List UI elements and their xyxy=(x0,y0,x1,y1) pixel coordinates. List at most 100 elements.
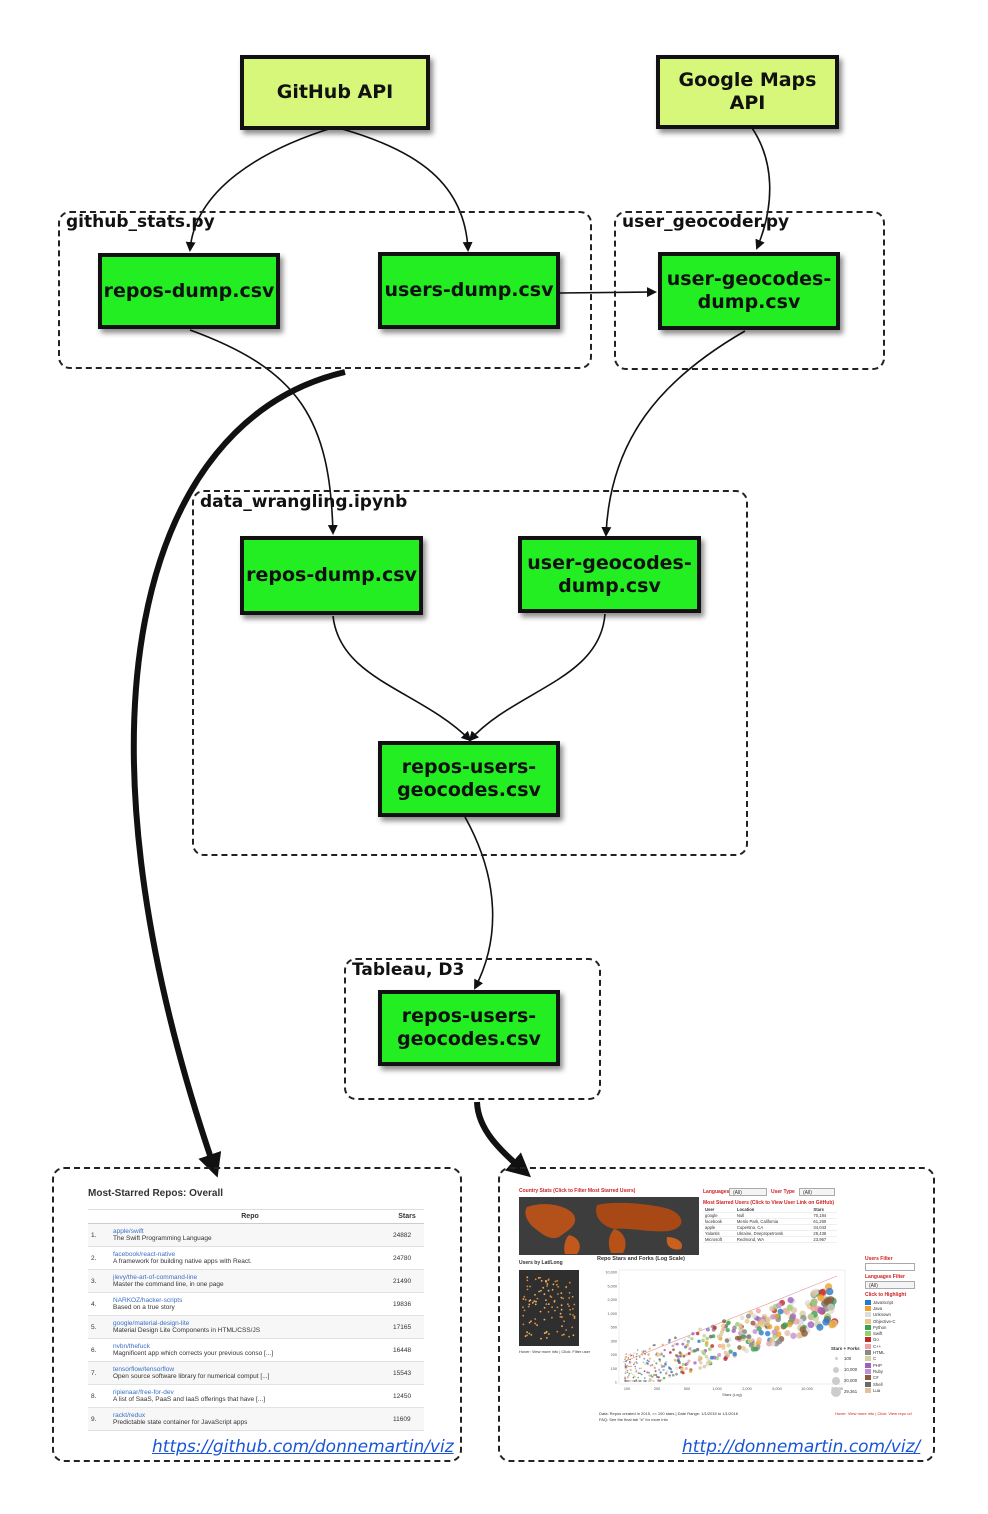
repo-point[interactable] xyxy=(656,1354,660,1358)
repo-point[interactable] xyxy=(624,1375,626,1377)
repo-point[interactable] xyxy=(737,1335,742,1341)
repo-point[interactable] xyxy=(661,1343,664,1346)
repo-point[interactable] xyxy=(752,1328,758,1335)
repo-point[interactable] xyxy=(652,1379,655,1383)
repo-point[interactable] xyxy=(702,1364,707,1369)
repo-point[interactable] xyxy=(643,1377,646,1379)
repo-point[interactable] xyxy=(629,1360,631,1363)
repo-point[interactable] xyxy=(828,1320,836,1329)
repo-point[interactable] xyxy=(784,1330,791,1337)
repo-point[interactable] xyxy=(651,1363,654,1367)
repo-point[interactable] xyxy=(680,1367,683,1371)
repo-point[interactable] xyxy=(686,1340,690,1345)
repo-point[interactable] xyxy=(634,1361,637,1363)
repo-point[interactable] xyxy=(629,1354,632,1356)
repo-point[interactable] xyxy=(697,1358,702,1362)
repo-point[interactable] xyxy=(625,1357,627,1359)
repo-point[interactable] xyxy=(732,1351,737,1357)
repo-point[interactable] xyxy=(827,1303,835,1311)
repo-point[interactable] xyxy=(781,1322,789,1329)
repo-point[interactable] xyxy=(718,1332,723,1337)
repo-point[interactable] xyxy=(670,1370,673,1374)
repo-point[interactable] xyxy=(707,1347,712,1351)
repo-point[interactable] xyxy=(726,1343,731,1348)
legend-item[interactable]: C++ xyxy=(865,1343,917,1349)
repo-point[interactable] xyxy=(630,1354,633,1357)
repo-point[interactable] xyxy=(687,1352,691,1356)
repo-point[interactable] xyxy=(673,1358,677,1362)
repo-point[interactable] xyxy=(624,1370,627,1372)
repo-link[interactable]: jlevy/the-art-of-command-line xyxy=(113,1274,198,1281)
repo-point[interactable] xyxy=(688,1347,692,1351)
repo-point[interactable] xyxy=(786,1304,793,1311)
repo-point[interactable] xyxy=(627,1358,629,1360)
repo-point[interactable] xyxy=(816,1323,824,1331)
repo-point[interactable] xyxy=(721,1326,726,1332)
repo-point[interactable] xyxy=(720,1323,726,1328)
repo-point[interactable] xyxy=(758,1330,764,1336)
repo-point[interactable] xyxy=(657,1352,660,1355)
repo-point[interactable] xyxy=(810,1299,818,1307)
repo-point[interactable] xyxy=(662,1355,665,1358)
legend-item[interactable]: Java xyxy=(865,1305,917,1311)
repo-point[interactable] xyxy=(685,1362,689,1366)
repo-point[interactable] xyxy=(817,1306,825,1314)
repo-point[interactable] xyxy=(706,1327,710,1332)
repo-point[interactable] xyxy=(701,1338,705,1343)
repo-point[interactable] xyxy=(629,1368,631,1370)
repo-point[interactable] xyxy=(764,1330,771,1337)
repo-point[interactable] xyxy=(628,1365,630,1368)
repo-point[interactable] xyxy=(634,1368,637,1370)
repo-point[interactable] xyxy=(681,1371,685,1375)
repo-point[interactable] xyxy=(697,1355,702,1359)
repo-point[interactable] xyxy=(625,1369,628,1371)
repo-point[interactable] xyxy=(646,1362,649,1365)
languages-select[interactable]: (All) xyxy=(729,1188,767,1196)
repo-point[interactable] xyxy=(750,1346,756,1352)
repo-point[interactable] xyxy=(660,1353,663,1356)
repo-point[interactable] xyxy=(691,1332,695,1336)
repo-point[interactable] xyxy=(633,1362,636,1364)
repo-point[interactable] xyxy=(633,1363,635,1366)
repo-point[interactable] xyxy=(826,1287,834,1296)
repo-point[interactable] xyxy=(684,1366,688,1371)
repo-point[interactable] xyxy=(669,1351,672,1354)
repo-point[interactable] xyxy=(648,1374,651,1377)
repo-point[interactable] xyxy=(632,1376,635,1379)
repo-point[interactable] xyxy=(738,1326,744,1331)
repo-point[interactable] xyxy=(732,1325,737,1331)
repo-point[interactable] xyxy=(637,1372,640,1374)
repo-point[interactable] xyxy=(629,1355,632,1357)
repo-point[interactable] xyxy=(705,1336,710,1341)
repo-point[interactable] xyxy=(658,1358,661,1361)
repo-point[interactable] xyxy=(661,1378,664,1381)
repo-point[interactable] xyxy=(671,1373,675,1377)
repo-point[interactable] xyxy=(660,1364,663,1367)
repo-point[interactable] xyxy=(737,1345,742,1350)
repo-point[interactable] xyxy=(639,1372,641,1375)
repo-point[interactable] xyxy=(698,1366,702,1370)
repo-point[interactable] xyxy=(663,1348,666,1352)
repo-point[interactable] xyxy=(687,1335,691,1339)
repo-point[interactable] xyxy=(638,1367,641,1370)
repo-point[interactable] xyxy=(646,1359,649,1362)
repo-point[interactable] xyxy=(653,1360,656,1363)
repo-point[interactable] xyxy=(647,1371,650,1374)
repo-point[interactable] xyxy=(635,1380,637,1382)
repo-point[interactable] xyxy=(745,1313,751,1319)
repo-point[interactable] xyxy=(675,1372,678,1376)
repo-point[interactable] xyxy=(626,1380,628,1382)
repo-point[interactable] xyxy=(644,1370,647,1372)
repo-link[interactable]: tensorflow/tensorflow xyxy=(113,1366,175,1373)
user-type-select[interactable]: (All) xyxy=(799,1188,835,1196)
repo-point[interactable] xyxy=(625,1368,627,1370)
repo-point[interactable] xyxy=(677,1359,680,1363)
repo-point[interactable] xyxy=(643,1357,646,1360)
repo-point[interactable] xyxy=(723,1350,728,1355)
repo-point[interactable] xyxy=(823,1297,831,1306)
legend-item[interactable]: JavaScript xyxy=(865,1299,917,1305)
repo-point[interactable] xyxy=(624,1362,626,1364)
repo-point[interactable] xyxy=(747,1338,753,1344)
repo-point[interactable] xyxy=(708,1334,713,1339)
